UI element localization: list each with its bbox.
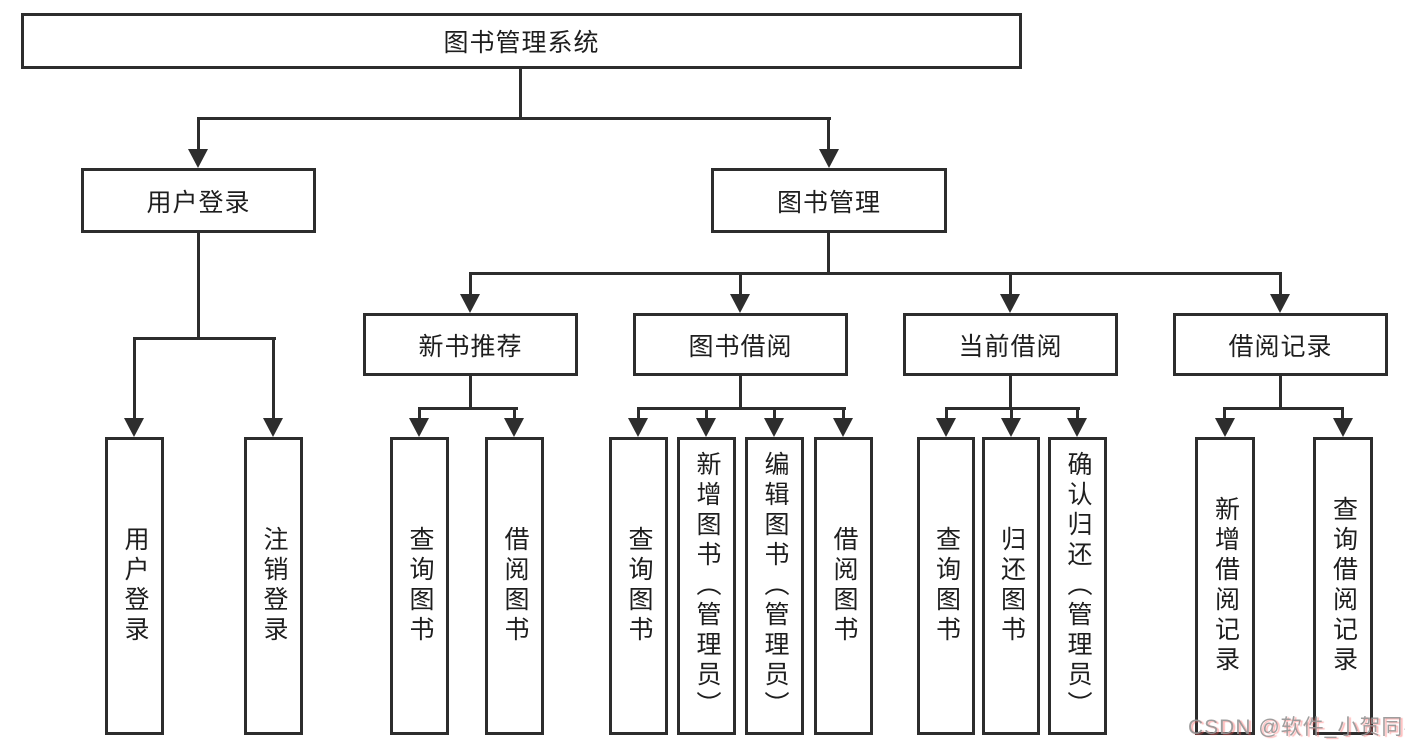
connector-line [197, 117, 831, 120]
connector-line [513, 407, 516, 422]
arrowhead-icon [504, 418, 524, 437]
arrowhead-icon [1067, 418, 1087, 437]
node-label: 新增借阅记录 [1211, 496, 1240, 676]
node-label: 查询图书 [932, 526, 961, 646]
connector-line [739, 376, 742, 410]
connector-line [827, 117, 830, 152]
arrowhead-icon [188, 149, 208, 168]
node-label: 查询图书 [406, 526, 434, 646]
leaf-confirm-return-admin: 确认归还（管理员） [1048, 437, 1107, 735]
leaf-return-book: 归还图书 [982, 437, 1040, 735]
connector-line [1279, 376, 1282, 410]
arrowhead-icon [730, 294, 750, 313]
leaf-query-books-recommend: 查询图书 [390, 437, 449, 735]
node-book-borrowing: 图书借阅 [633, 313, 848, 376]
connector-line [469, 376, 472, 410]
connector-line [842, 407, 845, 422]
connector-line [1341, 407, 1344, 422]
connector-line [827, 233, 830, 275]
connector-line [1009, 376, 1012, 410]
csdn-watermark: CSDN @软件_小贺同学 [1188, 716, 1405, 739]
leaf-borrow-book: 借阅图书 [814, 437, 873, 735]
connector-line [133, 337, 136, 423]
node-new-book-recommend: 新书推荐 [363, 313, 578, 376]
connector-line [945, 407, 948, 422]
connector-line [469, 272, 472, 298]
node-current-borrowing: 当前借阅 [903, 313, 1118, 376]
leaf-query-books-current: 查询图书 [917, 437, 975, 735]
node-label: 编辑图书（管理员） [761, 451, 789, 721]
arrowhead-icon [409, 418, 429, 437]
leaf-edit-book-admin: 编辑图书（管理员） [745, 437, 804, 735]
leaf-logout: 注销登录 [244, 437, 303, 735]
arrowhead-icon [764, 418, 784, 437]
connector-line [197, 117, 200, 152]
connector-line [197, 233, 200, 340]
connector-line [519, 68, 522, 117]
arrowhead-icon [1215, 418, 1235, 437]
connector-line [1076, 407, 1079, 422]
connector-line [418, 407, 421, 422]
arrowhead-icon [1000, 294, 1020, 313]
node-label: 新增图书（管理员） [693, 451, 721, 721]
node-label: 新书推荐 [418, 332, 523, 361]
node-label: 借阅图书 [830, 526, 858, 646]
node-label: 当前借阅 [958, 332, 1063, 361]
arrowhead-icon [263, 418, 283, 437]
leaf-query-borrow-record: 查询借阅记录 [1313, 437, 1373, 735]
node-label: 确认归还（管理员） [1064, 451, 1092, 721]
arrowhead-icon [1001, 418, 1021, 437]
node-label: 查询图书 [625, 526, 653, 646]
leaf-query-books-borrowing: 查询图书 [609, 437, 668, 735]
arrowhead-icon [936, 418, 956, 437]
node-label: 图书管理系统 [443, 29, 600, 57]
node-label: 借阅记录 [1228, 332, 1333, 361]
arrowhead-icon [460, 294, 480, 313]
node-label: 图书借阅 [688, 332, 793, 361]
connector-line [637, 407, 846, 410]
node-borrowing-records: 借阅记录 [1173, 313, 1388, 376]
node-label: 借阅图书 [501, 526, 529, 646]
node-label: 归还图书 [997, 526, 1026, 646]
connector-line [1223, 407, 1226, 422]
connector-line [1223, 407, 1344, 410]
connector-line [739, 272, 742, 298]
connector-line [705, 407, 708, 422]
node-label: 注销登录 [260, 526, 288, 646]
arrowhead-icon [124, 418, 144, 437]
node-label: 用户登录 [146, 188, 251, 217]
connector-line [1279, 272, 1282, 298]
connector-line [133, 337, 276, 340]
node-library-management-system: 图书管理系统 [21, 13, 1022, 69]
node-user-login: 用户登录 [81, 168, 316, 233]
leaf-user-login: 用户登录 [105, 437, 164, 735]
connector-line [773, 407, 776, 422]
node-label: 用户登录 [121, 526, 149, 646]
connector-line [637, 407, 640, 422]
arrowhead-icon [819, 149, 839, 168]
node-label: 图书管理 [776, 188, 881, 217]
arrowhead-icon [696, 418, 716, 437]
arrowhead-icon [628, 418, 648, 437]
connector-line [418, 407, 518, 410]
leaf-add-borrow-record: 新增借阅记录 [1195, 437, 1255, 735]
node-label: 查询借阅记录 [1329, 496, 1358, 676]
connector-line [1009, 272, 1012, 298]
leaf-add-book-admin: 新增图书（管理员） [677, 437, 736, 735]
connector-line [1010, 407, 1013, 422]
arrowhead-icon [833, 418, 853, 437]
connector-line [272, 337, 275, 423]
arrowhead-icon [1333, 418, 1353, 437]
connector-line [469, 272, 1282, 275]
leaf-borrow-book-recommend: 借阅图书 [485, 437, 544, 735]
arrowhead-icon [1270, 294, 1290, 313]
node-book-management: 图书管理 [711, 168, 947, 233]
